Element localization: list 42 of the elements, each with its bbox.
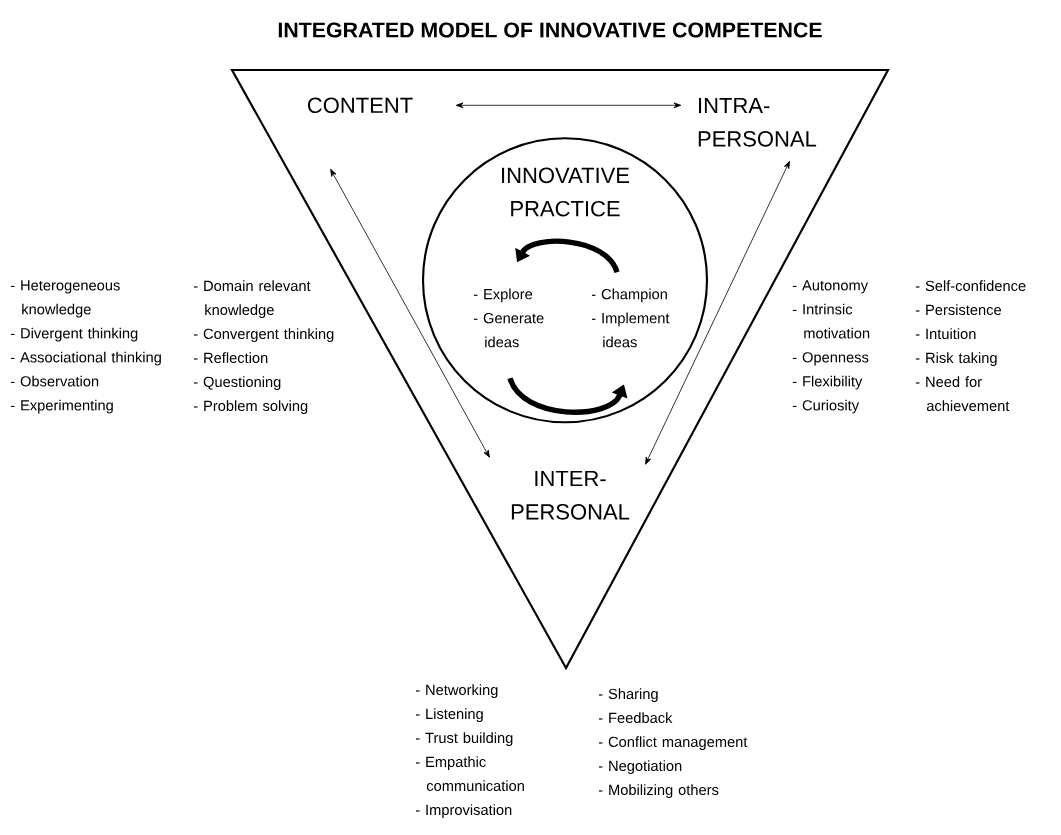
list-item: - Trust building bbox=[415, 732, 513, 746]
list-item: - Convergent thinking bbox=[193, 328, 334, 342]
arrow bbox=[330, 168, 490, 458]
list-item: - Champion bbox=[591, 288, 667, 303]
list-item: - Sharing bbox=[598, 688, 658, 702]
list-item: - Heterogeneous knowledge bbox=[10, 280, 120, 318]
list-item: - Implement ideas bbox=[591, 312, 670, 348]
arrow bbox=[455, 102, 682, 109]
list-item: - Need for achievement bbox=[915, 376, 1010, 412]
list-item: - Improvisation bbox=[415, 804, 512, 818]
list-item: - Generate ideas bbox=[473, 312, 544, 348]
list-item: - Divergent thinking bbox=[10, 327, 138, 342]
heading: INNOVATIVE PRACTICE bbox=[502, 167, 630, 217]
corner-label: INTER-PERSONAL bbox=[511, 470, 630, 520]
list-item: - Observation bbox=[10, 375, 99, 387]
corner-label: CONTENT bbox=[307, 97, 413, 114]
list-item: - Networking bbox=[415, 684, 498, 698]
list-item: - Mobilizing others bbox=[598, 784, 719, 798]
list-item: - Problem solving bbox=[193, 400, 308, 414]
list-item: - Autonomy bbox=[792, 280, 869, 294]
list-item: - Curiosity bbox=[792, 399, 860, 414]
arrow bbox=[645, 160, 790, 465]
list-item: - Conflict management bbox=[598, 736, 748, 750]
list-item: - Experimenting bbox=[10, 399, 113, 414]
list-item: - Self-confidence bbox=[915, 280, 1026, 292]
list-item: - Reflection bbox=[193, 352, 268, 364]
list-item: - Flexibility bbox=[792, 375, 863, 390]
list-item: - Questioning bbox=[193, 376, 281, 390]
corner-label: INTRA-PERSONAL bbox=[698, 97, 817, 147]
list-item: - Risk taking bbox=[915, 352, 997, 366]
list-item: - Feedback bbox=[598, 712, 673, 724]
list-item: - Listening bbox=[415, 708, 483, 722]
title: INTEGRATED MODEL OF INNOVATIVE COMPETENCE bbox=[278, 22, 822, 38]
list-item: - Negotiation bbox=[598, 760, 682, 774]
list-item: - Persistence bbox=[915, 304, 1001, 316]
list-item: - Intrinsic motivation bbox=[792, 303, 870, 339]
list-item: - Explore bbox=[473, 288, 533, 303]
list-item: - Empathic communication bbox=[415, 756, 524, 792]
list-item: - Intuition bbox=[915, 328, 976, 340]
list-item: - Domain relevant knowledge bbox=[193, 280, 311, 318]
list-item: - Openness bbox=[792, 352, 869, 366]
list-item: - Associational thinking bbox=[10, 351, 161, 366]
